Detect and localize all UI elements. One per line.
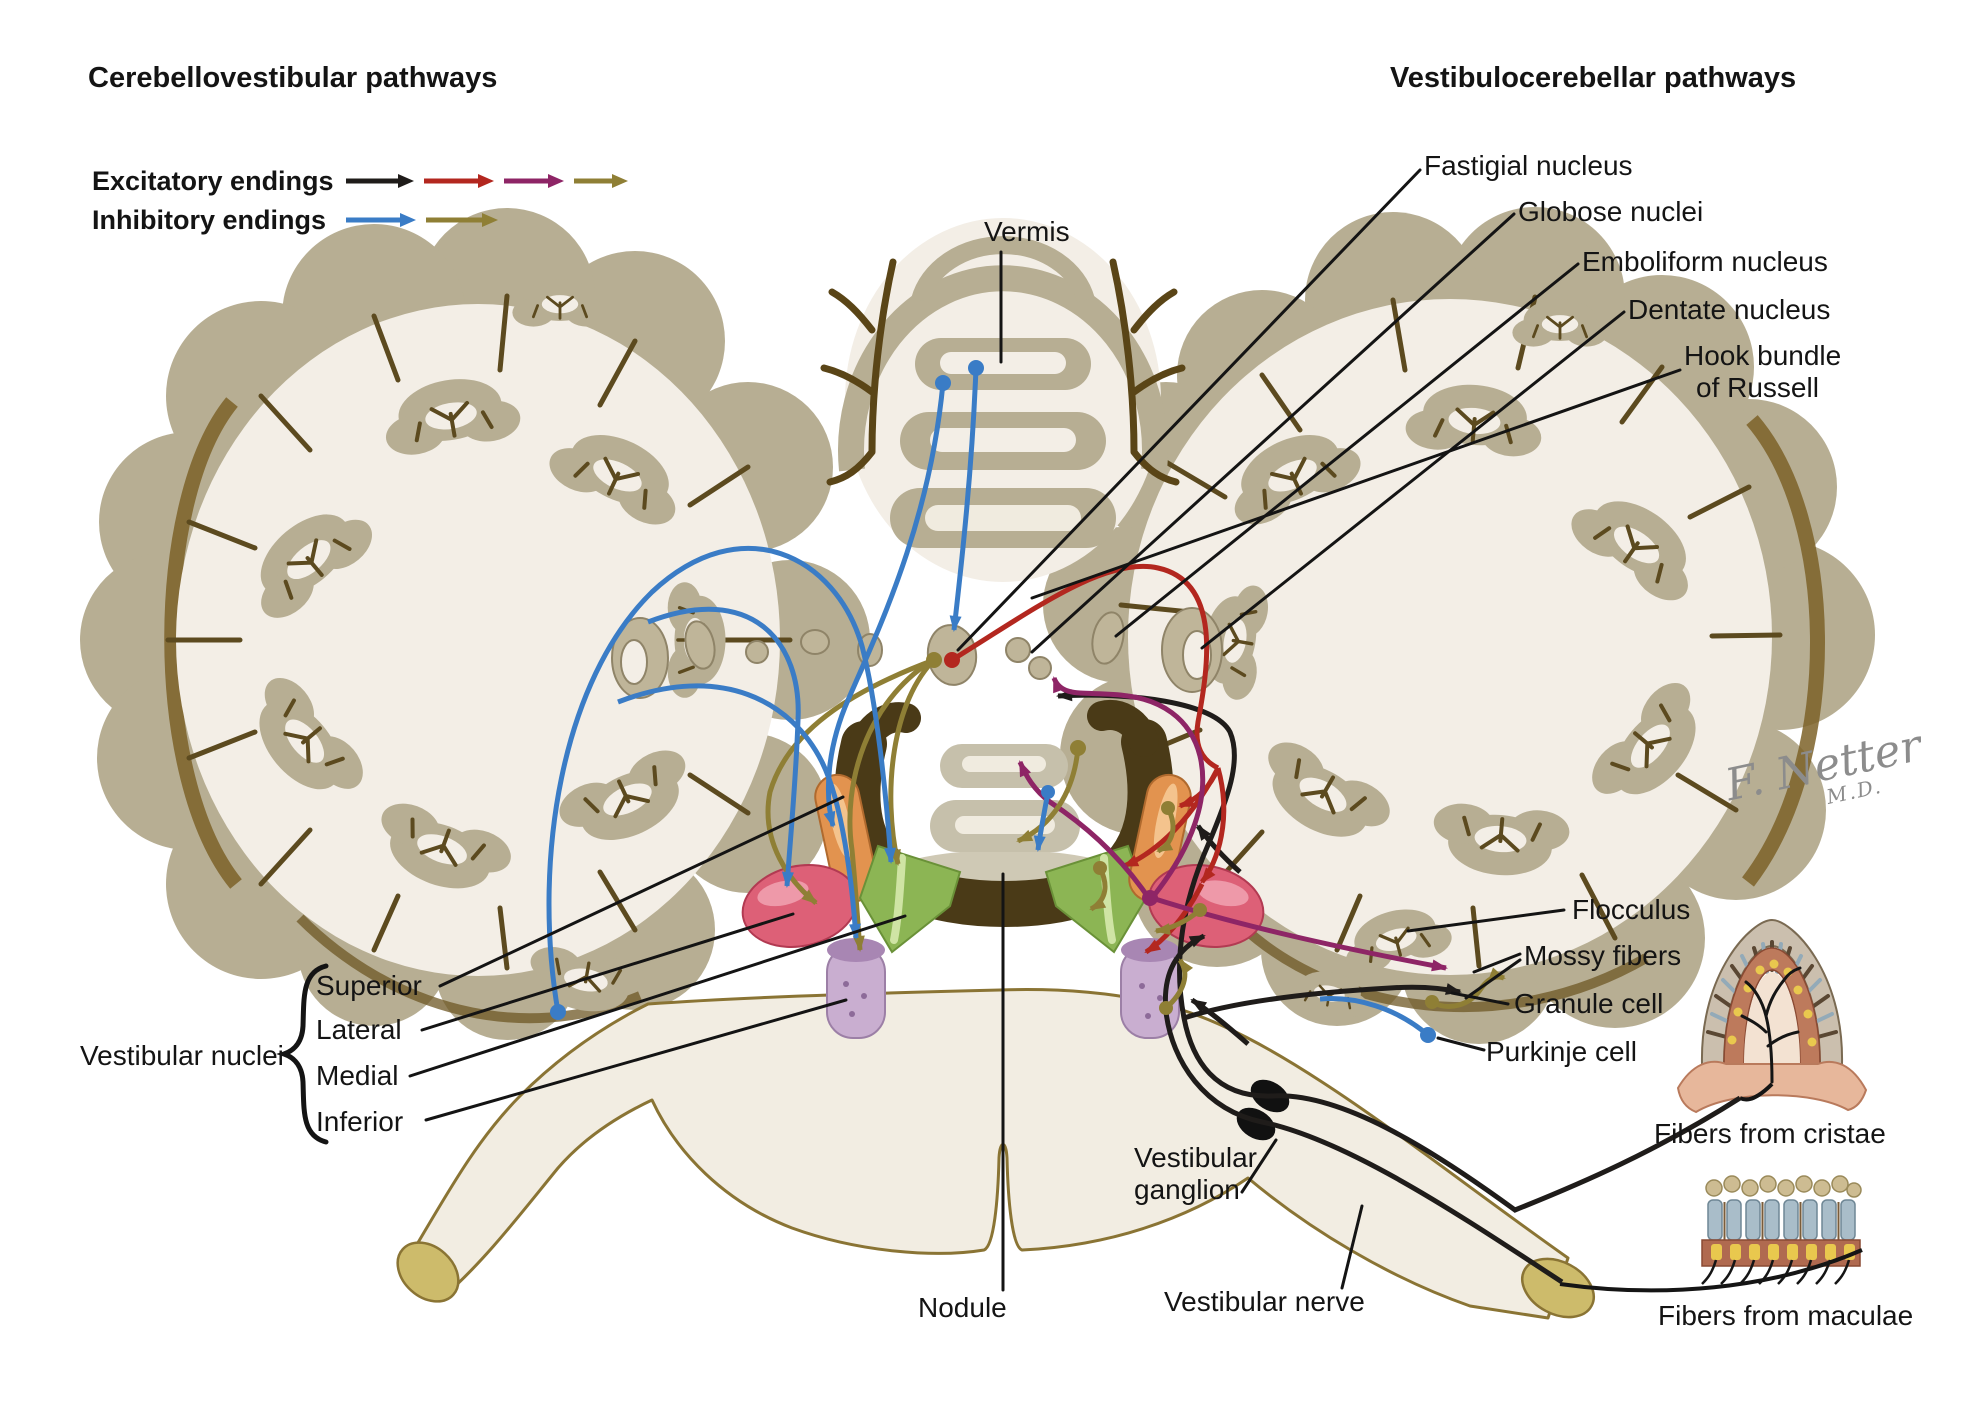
crista-nerve-tree (1740, 966, 1802, 1084)
label-emboliform-nucleus: Emboliform nucleus (1582, 246, 1828, 277)
inferior-leader (424, 998, 848, 1122)
nerve-cut-face (1521, 1257, 1595, 1319)
title-cerebellovestibular: Cerebellovestibular pathways (88, 62, 498, 94)
leader-lines (408, 168, 1682, 1292)
nerve-leader (1340, 1204, 1364, 1290)
legend-arrowhead-blue (400, 213, 416, 227)
title-vestibulocerebellar: Vestibulocerebellar pathways (1390, 62, 1797, 94)
label-lateral: Lateral (316, 1014, 402, 1045)
superior-leader (438, 795, 845, 988)
medial-leader (408, 914, 907, 1078)
label-dentate-nucleus: Dentate nucleus (1628, 294, 1831, 325)
label-vestibular-nerve: Vestibular nerve (1164, 1286, 1365, 1317)
globose-nuclei-shape (1005, 637, 1031, 663)
black-excitatory-fibers (1056, 689, 1742, 1285)
macula-collecting-fiber (1559, 1248, 1863, 1293)
legend-arrows (346, 174, 628, 227)
label-fibers-from-maculae: Fibers from maculae (1658, 1300, 1914, 1331)
label-hook-bundle-line2: of Russell (1696, 372, 1819, 404)
legend-excitatory-label: Excitatory endings (92, 166, 334, 196)
flocculus-leader (1406, 908, 1566, 933)
legend-arrowhead-purple (548, 174, 564, 188)
left-cerebellar-hemisphere (80, 208, 870, 1040)
label-purkinje-cell: Purkinje cell (1486, 1036, 1637, 1067)
legend-inhibitory-label: Inhibitory endings (92, 205, 326, 235)
blue-purkinje-pathways (546, 367, 1430, 1037)
peduncle-cut-face (396, 1241, 460, 1303)
crista-ampullaris-illustration (1676, 918, 1868, 1114)
olive-cell-bodies (926, 652, 1439, 1015)
label-superior: Superior (316, 970, 422, 1001)
label-mossy-fibers: Mossy fibers (1524, 940, 1682, 971)
macula-illustration (1701, 1175, 1862, 1285)
legend-arrowhead-olive (612, 174, 628, 188)
label-vestibular-ganglion-line1: Vestibular (1134, 1142, 1257, 1173)
label-medial: Medial (316, 1060, 399, 1091)
purple-cell-body (1142, 890, 1158, 906)
fastigial-cell-body-red (944, 652, 960, 668)
dentate-leader (1200, 310, 1626, 650)
inferior-vestibular-nucleus-left (826, 938, 886, 1039)
granule-cell-leader (1450, 991, 1510, 1006)
paravermal-fissures (820, 258, 1186, 486)
label-hook-bundle: Hook bundle of Russell (1684, 340, 1841, 404)
label-flocculus: Flocculus (1572, 894, 1691, 925)
mossy-fibers-leader (1464, 952, 1522, 1000)
medial-vestibular-nucleus-left (858, 844, 962, 954)
emboliform-nucleus-shape (1091, 611, 1125, 665)
globose-leader (1030, 212, 1516, 654)
label-vermis: Vermis (984, 216, 1070, 247)
label-fibers-from-cristae: Fibers from cristae (1654, 1118, 1886, 1149)
vestibular-nuclei-brace (276, 963, 329, 1145)
legend-arrowhead-red (478, 174, 494, 188)
label-vestibular-ganglion: Vestibular ganglion (1134, 1142, 1257, 1206)
label-globose-nuclei: Globose nuclei (1518, 196, 1704, 227)
label-granule-cell: Granule cell (1514, 988, 1664, 1019)
hook-bundle-leader (1030, 368, 1682, 600)
label-nodule: Nodule (918, 1292, 1007, 1323)
purkinje-cell-leader (1436, 1036, 1486, 1052)
label-inferior: Inferior (316, 1106, 404, 1137)
label-vestibular-ganglion-line2: ganglion (1134, 1174, 1240, 1206)
inferior-vestibular-nucleus-right (1120, 938, 1180, 1039)
purkinje-cell-bodies (550, 360, 1436, 1043)
emboliform-leader (1114, 262, 1580, 638)
legend-arrowhead-black (398, 174, 414, 188)
ganglion-leader (1240, 1138, 1278, 1194)
lateral-leader (420, 912, 795, 1032)
label-vestibular-nuclei: Vestibular nuclei (80, 1040, 284, 1071)
fastigial-leader (956, 168, 1422, 652)
label-hook-bundle-line1: Hook bundle (1684, 340, 1842, 371)
brainstem (396, 988, 1595, 1320)
legend-arrowhead-olive2 (482, 213, 498, 227)
label-fastigial-nucleus: Fastigial nucleus (1424, 150, 1633, 181)
